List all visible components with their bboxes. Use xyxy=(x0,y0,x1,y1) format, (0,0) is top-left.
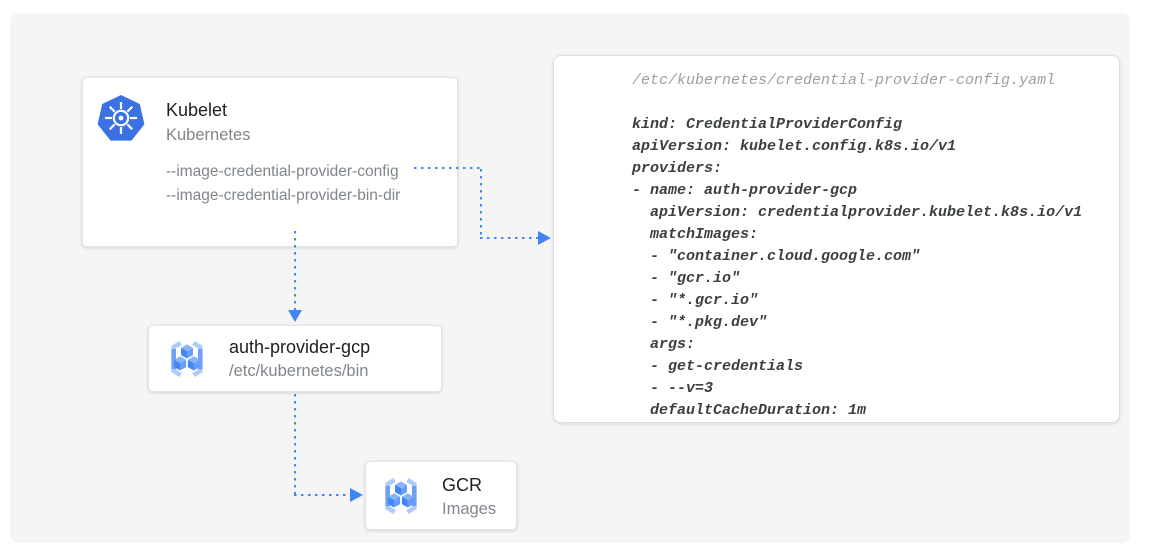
arrow-config-flag-to-panel-segment xyxy=(480,237,538,239)
auth-provider-gcp-node: auth-provider-gcp /etc/kubernetes/bin xyxy=(148,325,442,392)
arrow-auth-provider-to-gcr-segment xyxy=(294,394,296,495)
arrowhead-to-panel-icon xyxy=(538,231,551,245)
flag-image-credential-provider-bin-dir: --image-credential-provider-bin-dir xyxy=(166,187,401,204)
gcr-title: GCR xyxy=(442,475,482,495)
arrow-kubelet-to-auth-provider-segment xyxy=(294,231,296,311)
gcr-node: GCR Images xyxy=(365,461,517,530)
kubernetes-icon xyxy=(96,94,146,144)
credential-provider-config-panel: /etc/kubernetes/credential-provider-conf… xyxy=(553,55,1120,423)
diagram-canvas: Kubelet Kubernetes --image-credential-pr… xyxy=(10,13,1130,543)
config-yaml-code: kind: CredentialProviderConfig apiVersio… xyxy=(632,116,1083,419)
container-registry-icon xyxy=(379,474,423,518)
flag-image-credential-provider-config: --image-credential-provider-config xyxy=(166,163,399,180)
arrowhead-to-auth-provider-icon xyxy=(288,310,302,322)
auth-provider-gcp-title: auth-provider-gcp xyxy=(229,337,371,357)
arrow-auth-provider-to-gcr-segment xyxy=(294,494,351,496)
arrow-config-flag-to-panel-segment xyxy=(414,167,482,169)
kubelet-subtitle: Kubernetes xyxy=(166,126,251,144)
gcr-subtitle: Images xyxy=(442,500,497,518)
kubelet-title: Kubelet xyxy=(166,100,228,120)
arrow-config-flag-to-panel-segment xyxy=(480,169,482,238)
auth-provider-gcp-path: /etc/kubernetes/bin xyxy=(229,362,369,380)
config-file-path: /etc/kubernetes/credential-provider-conf… xyxy=(632,72,1056,89)
kubelet-node: Kubelet Kubernetes --image-credential-pr… xyxy=(82,77,458,247)
arrowhead-to-gcr-icon xyxy=(350,488,363,502)
container-registry-icon xyxy=(165,337,209,381)
kubelet-flags: --image-credential-provider-config --ima… xyxy=(166,160,400,208)
